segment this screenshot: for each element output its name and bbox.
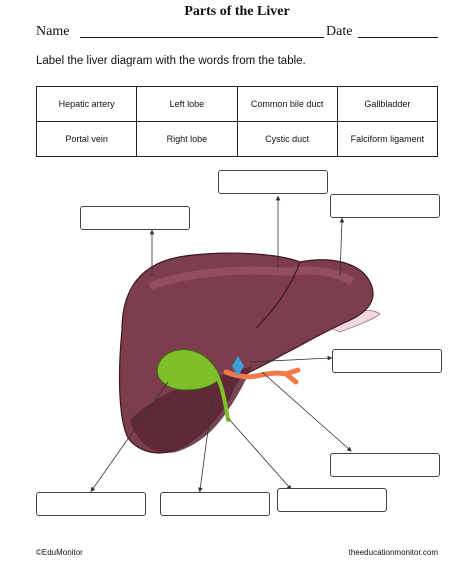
answer-box[interactable] <box>277 488 387 512</box>
word-cell: Hepatic artery <box>35 86 138 122</box>
leader-line <box>339 217 345 277</box>
portal-vein <box>232 356 244 376</box>
leader-line <box>197 399 213 493</box>
word-cell: Cystic duct <box>236 121 338 157</box>
bile-duct <box>212 368 230 422</box>
leader-line <box>227 417 292 490</box>
answer-box[interactable] <box>332 349 442 373</box>
answer-box[interactable] <box>80 206 190 230</box>
answer-box[interactable] <box>330 194 440 218</box>
liver-highlight <box>148 266 355 290</box>
word-bank-table: Hepatic artery Left lobe Common bile duc… <box>35 86 439 157</box>
leader-line <box>249 355 333 363</box>
name-field[interactable] <box>80 37 324 38</box>
word-cell: Falciform ligament <box>336 121 439 157</box>
answer-box[interactable] <box>218 170 328 194</box>
lobe-divider <box>255 261 301 329</box>
date-field[interactable] <box>358 37 438 38</box>
instructions: Label the liver diagram with the words f… <box>36 55 306 67</box>
answer-box[interactable] <box>330 453 440 477</box>
footer-copyright: ©EduMonitor <box>36 548 83 557</box>
worksheet-title: Parts of the Liver <box>184 4 290 19</box>
name-date-row: Name Date <box>36 22 438 40</box>
footer-website: theeducationmonitor.com <box>348 548 438 557</box>
answer-box[interactable] <box>160 492 270 516</box>
name-label: Name <box>36 24 70 39</box>
table-row: Portal vein Right lobe Cystic duct Falci… <box>35 121 439 157</box>
leader-line <box>90 381 169 492</box>
table-row: Hepatic artery Left lobe Common bile duc… <box>35 86 439 122</box>
leader-line <box>261 371 352 452</box>
date-label: Date <box>326 24 353 39</box>
word-cell: Portal vein <box>35 121 138 157</box>
word-cell: Gallbladder <box>336 86 439 122</box>
answer-box[interactable] <box>36 492 146 516</box>
hepatic-artery <box>223 367 301 385</box>
word-cell: Right lobe <box>136 121 238 157</box>
